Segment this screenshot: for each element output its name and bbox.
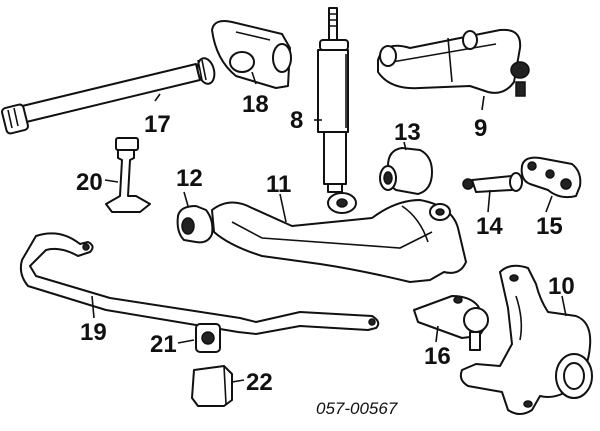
callout-13: 13 — [394, 119, 421, 146]
callout-9: 9 — [474, 115, 487, 142]
callout-16: 16 — [424, 343, 451, 370]
stabilizer-bushing-part — [195, 323, 221, 353]
lower-control-arm-part — [211, 199, 467, 283]
callout-22: 22 — [246, 369, 273, 396]
callout-12: 12 — [176, 165, 203, 192]
leader-lines — [91, 71, 567, 383]
callout-17: 17 — [144, 111, 171, 138]
diagram-code: 057-00567 — [316, 399, 398, 418]
ball-joint-part — [413, 295, 489, 351]
torsion-bar-mount-part — [211, 20, 292, 89]
steering-knuckle-part — [459, 264, 593, 415]
callout-15: 15 — [536, 213, 563, 240]
stud-part — [462, 172, 523, 193]
torsion-bar-part — [1, 57, 216, 135]
callout-18: 18 — [242, 91, 269, 118]
bushing-part — [379, 147, 433, 195]
stabilizer-bracket-part — [191, 365, 233, 407]
bracket-part — [520, 156, 582, 199]
lower-arm-bushing-part — [176, 205, 214, 244]
bump-stop-part — [105, 137, 151, 213]
stabilizer-bar-part — [19, 232, 380, 335]
callout-10: 10 — [548, 273, 575, 300]
upper-control-arm-part — [377, 28, 530, 97]
callout-19: 19 — [80, 319, 107, 346]
callout-20: 20 — [76, 169, 103, 196]
callout-21: 21 — [150, 331, 177, 358]
callout-11: 11 — [266, 171, 291, 198]
shock-absorber-part — [317, 7, 357, 214]
callout-8: 8 — [290, 107, 303, 134]
callout-14: 14 — [476, 213, 503, 240]
